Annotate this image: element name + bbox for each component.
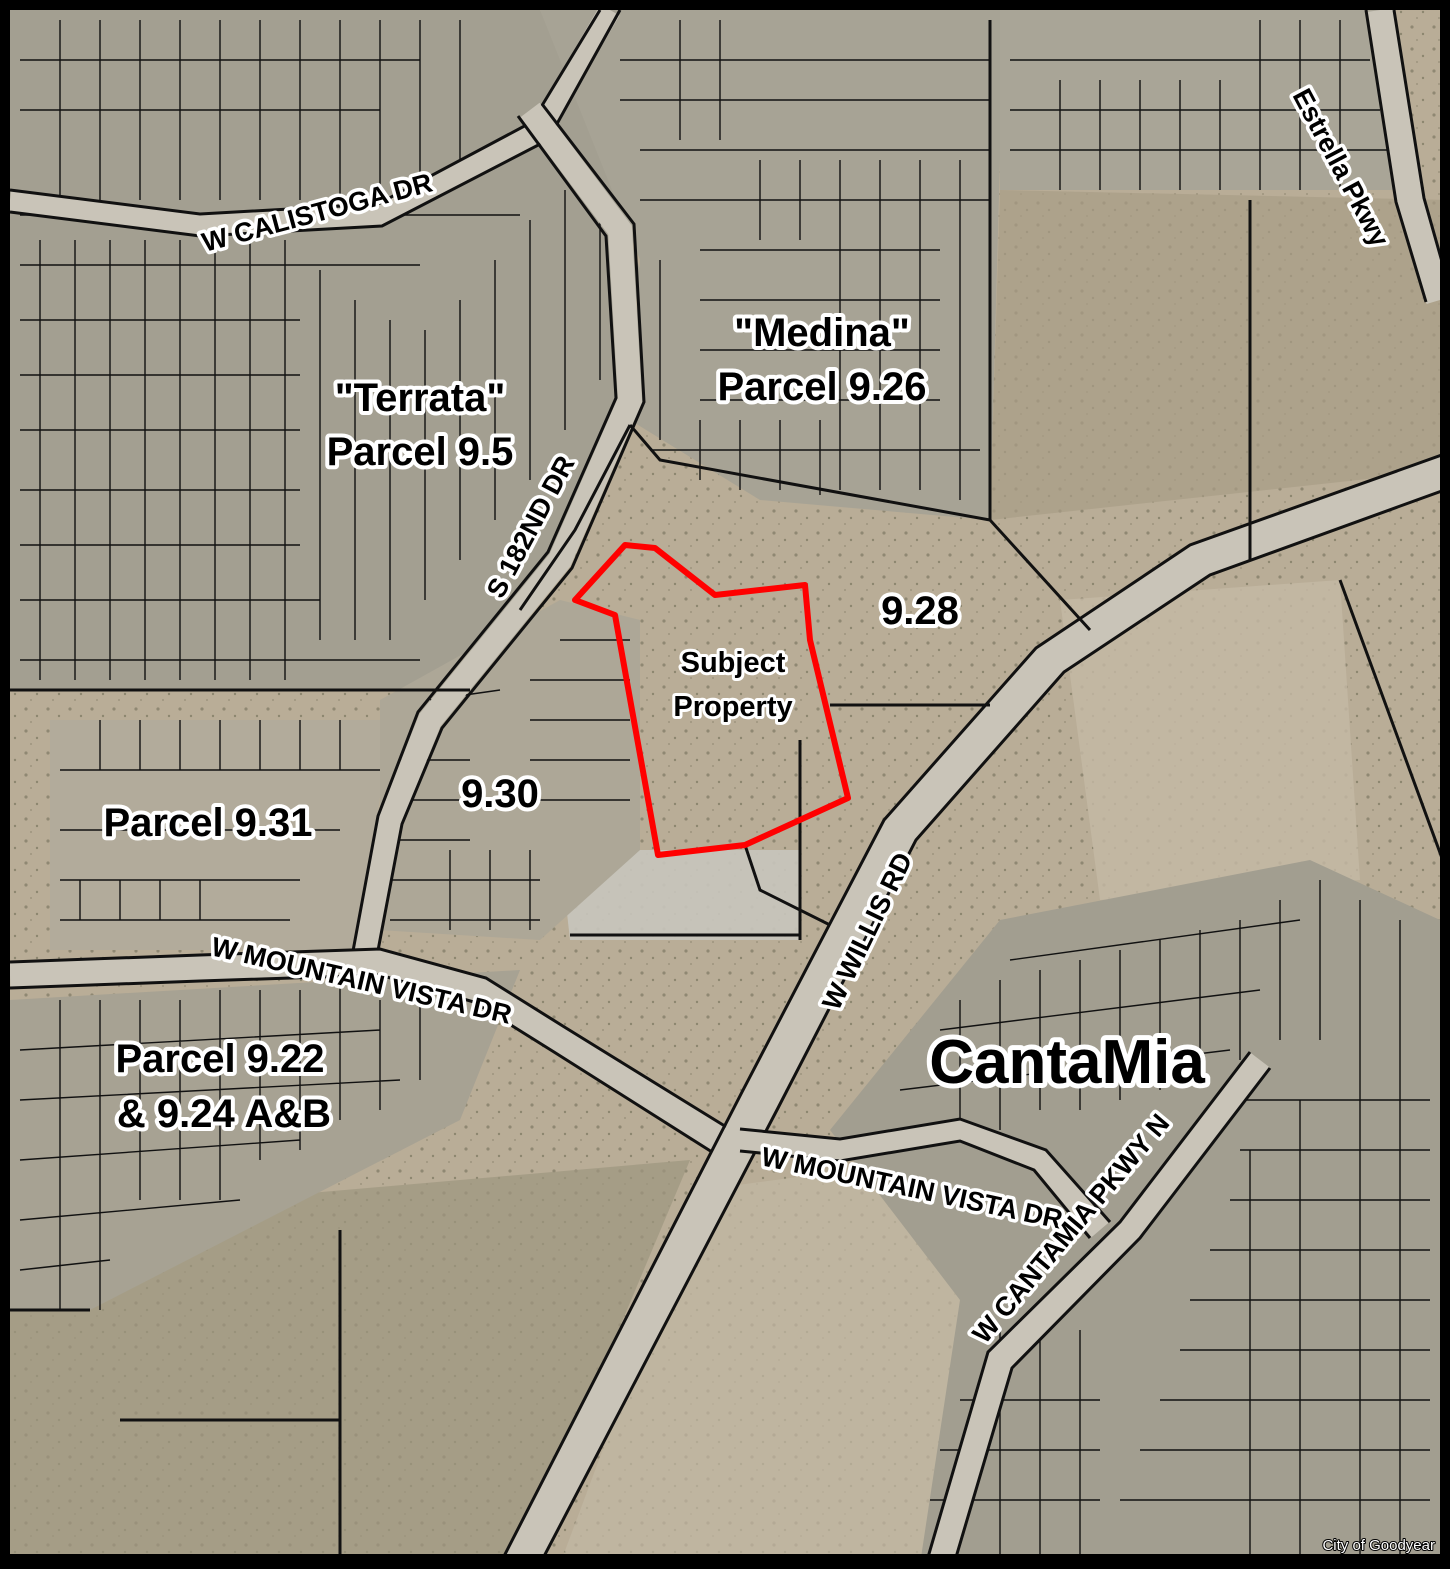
road-calistoga bbox=[8, 4, 620, 237]
subdivision-parcel-931 bbox=[50, 720, 390, 950]
map-credit: City of Goodyear bbox=[1322, 1537, 1435, 1554]
parcel-label-931: Parcel 9.31 bbox=[103, 801, 312, 845]
parcel-label-terrata-number: Parcel 9.5 bbox=[327, 430, 514, 474]
road-network bbox=[8, 4, 1450, 1569]
parcel-label-medina-name: "Medina" bbox=[734, 311, 910, 355]
road-willis bbox=[504, 453, 1450, 1569]
graded-area-east bbox=[1060, 580, 1360, 900]
parcel-label-930: 9.30 bbox=[461, 772, 539, 816]
subject-label-line2: Property bbox=[673, 691, 792, 723]
community-label-cantamia: CantaMia bbox=[929, 1028, 1205, 1097]
graded-area-south bbox=[560, 1150, 1000, 1564]
subdivision-parcel-922 bbox=[10, 970, 520, 1310]
vegetation-zone-north bbox=[990, 190, 1450, 520]
parcel-boundaries bbox=[10, 20, 1450, 1564]
parcel-label-922-line1: Parcel 9.22 bbox=[115, 1037, 324, 1081]
subdivision-northeast bbox=[1000, 10, 1420, 190]
road-s182nd bbox=[348, 102, 643, 983]
subdivision-north-center bbox=[540, 10, 1000, 520]
subdivision-terrata bbox=[10, 10, 640, 690]
road-mountain-vista-west bbox=[9, 948, 727, 1152]
lot-lines bbox=[19, 20, 1430, 1560]
road-cantamia-pkwy bbox=[927, 1052, 1271, 1568]
parcel-label-terrata-name: "Terrata" bbox=[335, 376, 506, 420]
parcel-label-922-line2: & 9.24 A&B bbox=[117, 1092, 331, 1136]
road-mountain-vista-east bbox=[738, 1118, 1109, 1238]
subject-label-line1: Subject bbox=[681, 647, 786, 679]
road-estrella bbox=[1366, 7, 1450, 305]
parcel-label-medina-number: Parcel 9.26 bbox=[717, 365, 926, 409]
graded-site bbox=[560, 850, 800, 940]
parcel-label-928: 9.28 bbox=[881, 589, 959, 633]
subject-property-outline bbox=[572, 542, 851, 858]
